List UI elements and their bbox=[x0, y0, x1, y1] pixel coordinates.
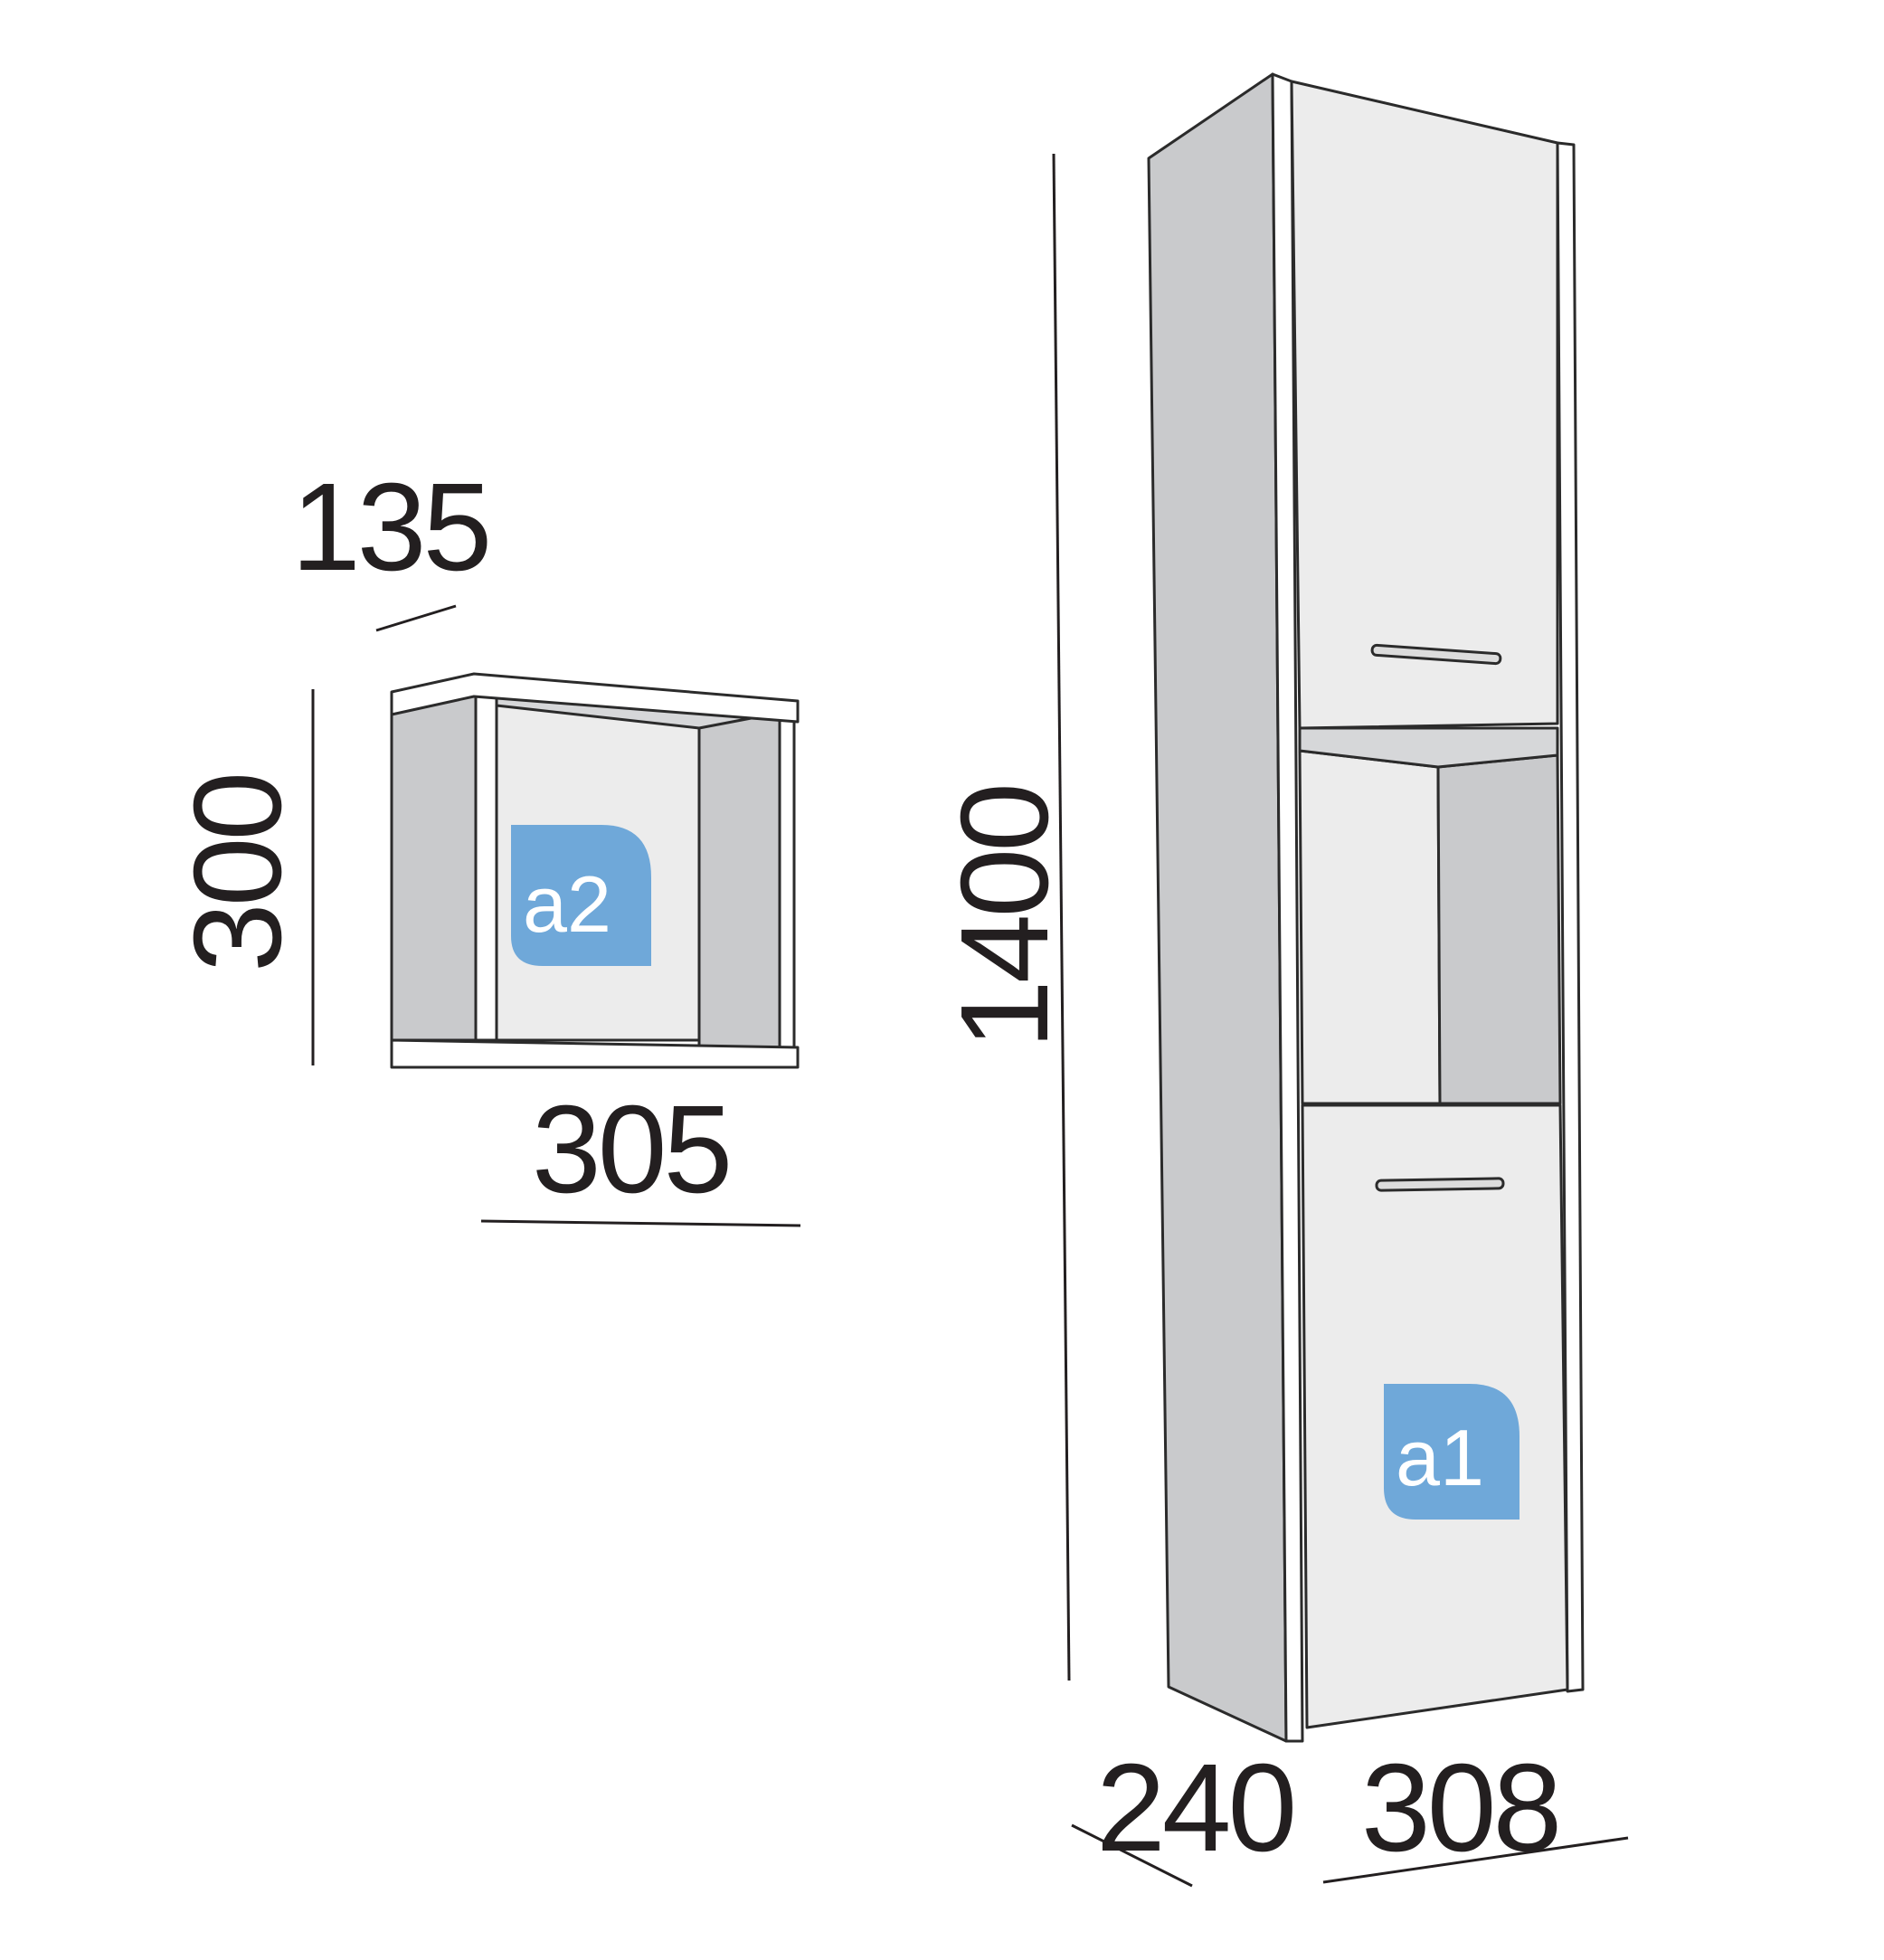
tall-unit-width-label: 308 bbox=[1361, 1738, 1558, 1878]
small-unit-badge bbox=[511, 825, 651, 966]
small-wall-unit: a2 bbox=[390, 672, 800, 1069]
tall-unit-badge bbox=[1384, 1384, 1520, 1520]
small-unit-left-side bbox=[390, 695, 478, 1042]
tall-unit-height-line bbox=[1052, 153, 1071, 1681]
tall-unit-right-edge bbox=[1556, 141, 1585, 1693]
small-unit-depth-line bbox=[375, 604, 457, 632]
tall-unit-depth-line bbox=[1071, 1823, 1193, 1888]
tall-unit-niche-shelf bbox=[1298, 726, 1559, 769]
small-unit-bottom-board bbox=[390, 1038, 800, 1069]
small-unit-right-side bbox=[697, 708, 781, 1049]
tall-unit-niche-right bbox=[1436, 753, 1562, 1105]
tall-unit-front-strip bbox=[1271, 72, 1304, 1743]
tall-unit-niche-back bbox=[1298, 749, 1442, 1105]
small-unit-width-label: 305 bbox=[532, 1080, 729, 1219]
tall-unit-lower-handle[interactable] bbox=[1375, 1177, 1505, 1192]
small-unit-right-panel bbox=[778, 708, 796, 1049]
small-unit-width-line bbox=[480, 1219, 801, 1227]
tall-column-unit: a1 bbox=[1147, 72, 1585, 1743]
tall-unit-width-line bbox=[1322, 1836, 1629, 1884]
tall-unit-height-label: 1400 bbox=[935, 786, 1075, 1049]
tall-unit-badge-label: a1 bbox=[1396, 1413, 1484, 1502]
small-unit-height-label: 300 bbox=[168, 775, 308, 972]
tall-unit-upper-door bbox=[1290, 80, 1559, 730]
small-unit-depth-label: 135 bbox=[291, 458, 488, 597]
tall-unit-upper-handle[interactable] bbox=[1370, 643, 1502, 666]
small-unit-badge-label: a2 bbox=[523, 859, 611, 949]
small-unit-left-panel bbox=[474, 690, 498, 1042]
tall-unit-depth-label: 240 bbox=[1096, 1738, 1293, 1878]
tall-unit-side-panel bbox=[1147, 72, 1288, 1743]
small-unit-top-board bbox=[390, 672, 800, 724]
